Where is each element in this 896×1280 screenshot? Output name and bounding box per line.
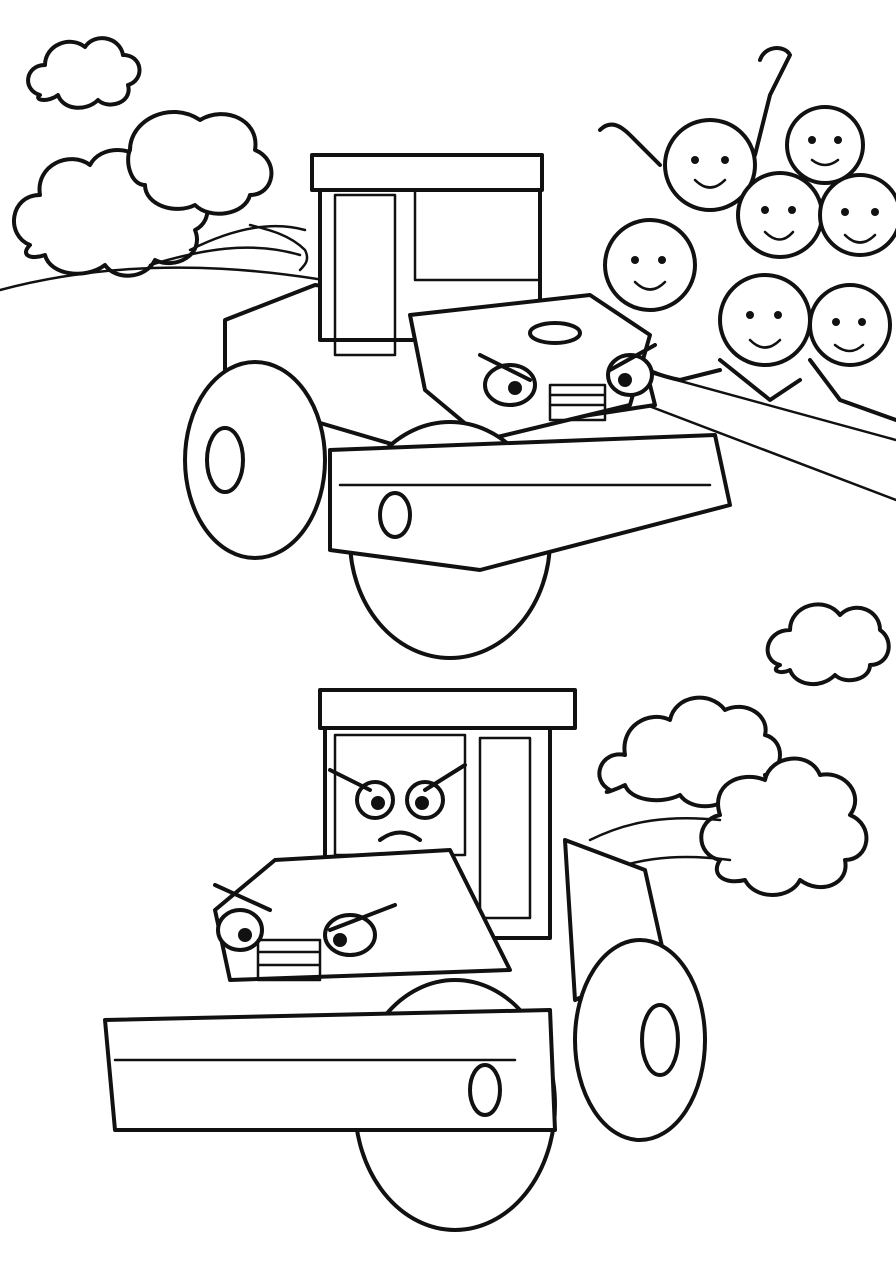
cloud-right [765, 602, 891, 686]
angry-eyes-icon [213, 883, 397, 957]
cheering-crowd [598, 46, 896, 422]
angry-cab-face-icon [328, 763, 467, 842]
cloud-top-left [26, 36, 142, 110]
road-roller-bottom [103, 688, 707, 1232]
smoke-cloud-top [12, 109, 309, 278]
smoke-cloud-bottom [588, 695, 869, 897]
angry-eyes-icon [478, 343, 657, 407]
road-roller-top [183, 153, 732, 660]
road-line-lower [618, 368, 896, 502]
